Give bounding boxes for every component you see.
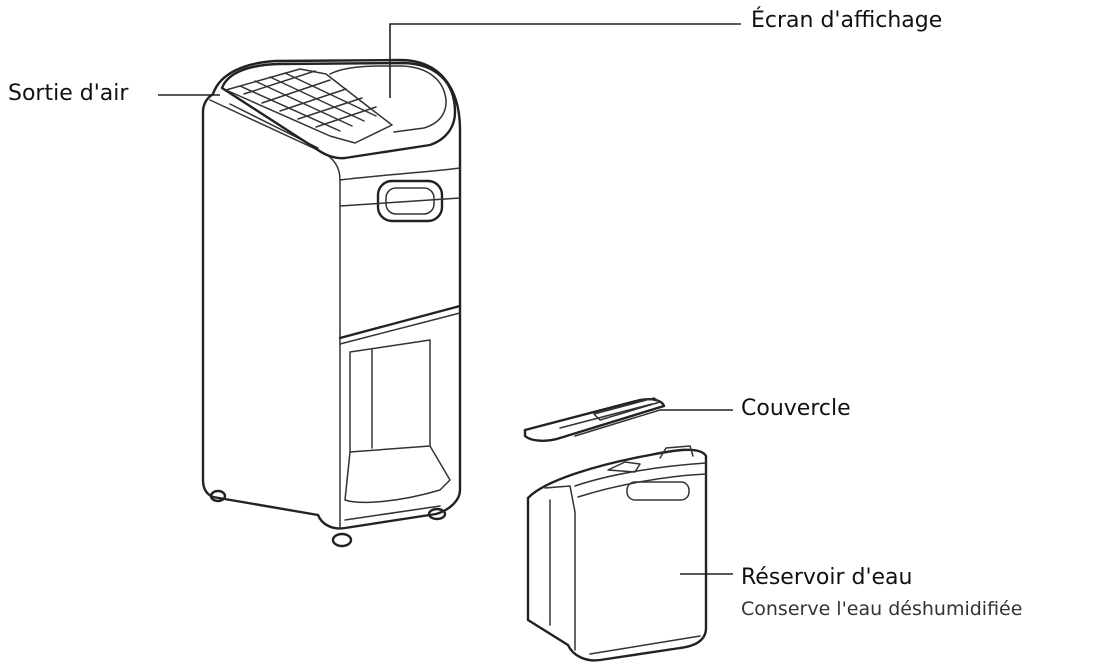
- leader-display-screen: [389, 23, 741, 98]
- label-display-screen: Écran d'affichage: [751, 8, 943, 33]
- label-air-outlet: Sortie d'air: [8, 81, 129, 106]
- label-cover: Couvercle: [741, 396, 851, 421]
- leader-lines: [158, 23, 741, 575]
- water-tank-part: [526, 445, 708, 662]
- cover-part: [523, 397, 666, 442]
- dehumidifier-body: [201, 58, 462, 548]
- label-water-tank-description: Conserve l'eau déshumidifiée: [741, 598, 1023, 620]
- label-water-tank: Réservoir d'eau: [741, 565, 913, 590]
